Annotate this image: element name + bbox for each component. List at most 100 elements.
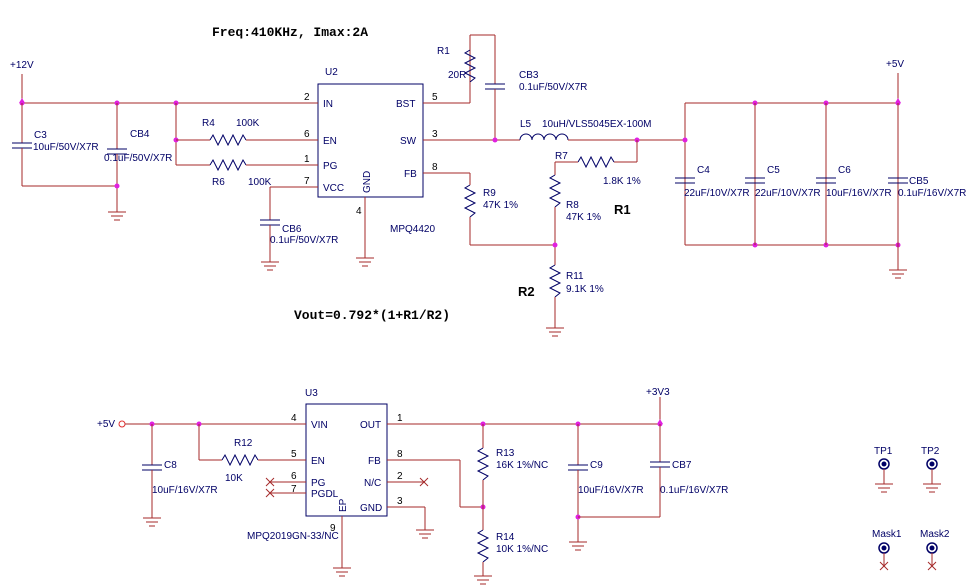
u2-pin-num: 6	[304, 129, 310, 140]
resistor-r1: R1 20R	[437, 34, 495, 103]
u2-pin-en: EN	[323, 136, 337, 147]
resistor-r9: R9 47K 1%	[463, 173, 558, 248]
c3-value: 10uF/50V/X7R	[33, 142, 99, 153]
cb6-value: 0.1uF/50V/X7R	[270, 235, 338, 246]
u2-pin-num: 3	[432, 129, 438, 140]
u2-ref: U2	[325, 67, 338, 78]
tp1-label: TP1	[874, 446, 893, 457]
r2-callout: R2	[518, 284, 535, 299]
u3-pin-num: 6	[291, 471, 297, 482]
ic-u2: U2 MPQ4420 2 IN 6 EN 1 PG 7 VCC 5 BST 3 …	[300, 67, 520, 267]
u3-ref: U3	[305, 388, 318, 399]
r11-ref: R11	[566, 271, 584, 282]
cb4-ref: CB4	[130, 129, 150, 140]
v3v3-power-symbol: +3V3	[646, 387, 670, 424]
cb7-value: 0.1uF/16V/X7R	[660, 485, 728, 496]
capacitor-c9: C9 10uF/16V/X7R	[568, 424, 660, 551]
vout-annotation: Vout=0.792*(1+R1/R2)	[294, 308, 450, 323]
resistor-r13: R13 16K 1%/NC	[476, 424, 548, 530]
capacitor-cb7: CB7 0.1uF/16V/X7R	[650, 424, 728, 517]
r7-value: 1.8K 1%	[603, 176, 641, 187]
u2-pin-num: 8	[432, 162, 438, 173]
u2-part: MPQ4420	[390, 224, 435, 235]
c4-value: 22uF/10V/X7R	[684, 188, 750, 199]
cb3-ref: CB3	[519, 70, 539, 81]
cb3-value: 0.1uF/50V/X7R	[519, 82, 587, 93]
r6-ref: R6	[212, 177, 225, 188]
v5-bottom-label: +5V	[97, 419, 115, 430]
u2-pin-num: 1	[304, 154, 310, 165]
u2-pin-sw: SW	[400, 136, 417, 147]
v5-power-symbol-bottom: +5V	[97, 419, 126, 430]
r13-ref: R13	[496, 448, 515, 459]
u3-pin-num: 1	[397, 413, 403, 424]
r1-value: 20R	[448, 70, 466, 81]
r14-value: 10K 1%/NC	[496, 544, 548, 555]
c5-value: 22uF/10V/X7R	[755, 188, 821, 199]
c9-value: 10uF/16V/X7R	[578, 485, 644, 496]
u2-pin-pg: PG	[323, 161, 338, 172]
cb4-value: 0.1uF/50V/X7R	[104, 153, 172, 164]
r4-ref: R4	[202, 118, 215, 129]
r8-value: 47K 1%	[566, 212, 601, 223]
v5-power-symbol-top: +5V	[886, 59, 904, 103]
u3-pin-gnd: GND	[360, 503, 382, 514]
fiducial-mask2: Mask2	[920, 529, 950, 571]
c9-ref: C9	[590, 460, 603, 471]
u2-pin-num: 4	[356, 206, 362, 217]
resistor-r7: R7 1.8K 1%	[555, 140, 641, 187]
capacitor-cb3: CB3 0.1uF/50V/X7R	[485, 35, 587, 143]
u2-pin-num: 7	[304, 176, 310, 187]
r1-ref: R1	[437, 46, 450, 57]
u3-pin-pgdl: PGDL	[311, 489, 339, 500]
r7-ref: R7	[555, 151, 568, 162]
tp2-label: TP2	[921, 446, 940, 457]
cb5-ref: CB5	[909, 176, 929, 187]
u3-pin-out: OUT	[360, 420, 381, 431]
capacitor-c8: C8 10uF/16V/X7R	[142, 424, 218, 527]
c6-value: 10uF/16V/X7R	[826, 188, 892, 199]
v5-top-label: +5V	[886, 59, 904, 70]
resistor-r12: R12 10K	[198, 424, 288, 484]
v12-power-symbol: +12V	[10, 60, 34, 103]
c8-value: 10uF/16V/X7R	[152, 485, 218, 496]
c6-ref: C6	[838, 165, 851, 176]
u3-pin-vin: VIN	[311, 420, 328, 431]
u3-pin-num: 8	[397, 449, 403, 460]
r9-value: 47K 1%	[483, 200, 518, 211]
r8-ref: R8	[566, 200, 579, 211]
u3-pin-num: 2	[397, 471, 403, 482]
u3-pin-fb: FB	[368, 456, 381, 467]
c3-ref: C3	[34, 130, 47, 141]
capacitor-cb6: CB6 0.1uF/50V/X7R	[260, 186, 338, 271]
ic-u3: U3 MPQ2019GN-33/NC 4 VIN 5 EN 6 PG 7 PGD…	[247, 388, 460, 577]
resistor-r8: R8 47K 1%	[548, 162, 601, 265]
c4-ref: C4	[697, 165, 710, 176]
inductor-l5: L5 10uH/VLS5045EX-100M	[519, 119, 685, 141]
r13-value: 16K 1%/NC	[496, 460, 548, 471]
l5-ref: L5	[520, 119, 532, 130]
resistor-r4: R4 100K	[176, 118, 300, 147]
u3-pin-pg: PG	[311, 478, 326, 489]
u3-pin-num: 5	[291, 449, 297, 460]
r9-ref: R9	[483, 188, 496, 199]
u3-pin-num: 4	[291, 413, 297, 424]
u3-pin-num: 9	[330, 523, 336, 534]
u3-pin-num: 7	[291, 484, 297, 495]
r11-value: 9.1K 1%	[566, 284, 604, 295]
u2-pin-in: IN	[323, 99, 333, 110]
ground-symbol	[108, 211, 126, 221]
r12-ref: R12	[234, 438, 253, 449]
r1-callout: R1	[614, 202, 631, 217]
capacitor-c5: C5 22uF/10V/X7R	[745, 103, 821, 245]
mask1-label: Mask1	[872, 529, 902, 540]
u2-pin-gnd: GND	[362, 171, 373, 193]
u2-pin-bst: BST	[396, 99, 415, 110]
capacitor-c4: C4 22uF/10V/X7R	[675, 165, 750, 199]
fiducial-mask1: Mask1	[872, 529, 902, 571]
r12-value: 10K	[225, 473, 243, 484]
cb7-ref: CB7	[672, 460, 692, 471]
resistor-r14: R14 10K 1%/NC	[474, 529, 548, 585]
